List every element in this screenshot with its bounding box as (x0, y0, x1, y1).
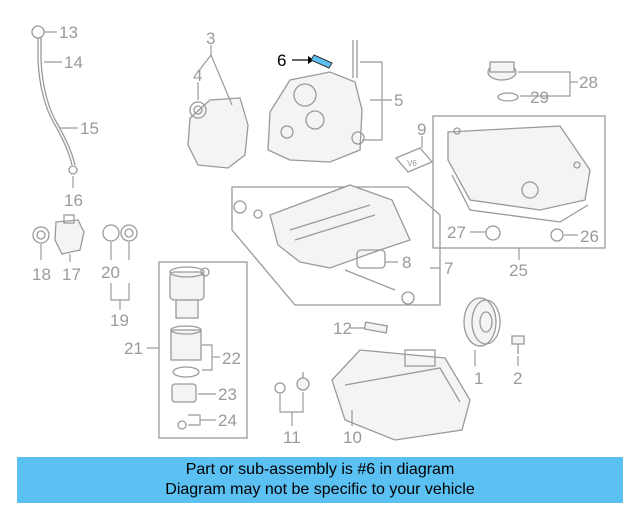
callout-21: 21 (124, 339, 143, 358)
callout-16: 16 (64, 191, 83, 210)
callout-15: 15 (80, 119, 99, 138)
crank-pulley (463, 297, 525, 366)
banner-line-1: Part or sub-assembly is #6 in diagram (185, 461, 455, 478)
part-6-bolt (292, 54, 333, 69)
timing-covers (187, 40, 392, 169)
emblem-9: V6 (394, 136, 434, 173)
callout-labels: 1 2 3 4 5 6 7 8 9 10 11 12 13 14 15 16 1… (32, 23, 599, 447)
callout-4: 4 (193, 66, 202, 85)
callout-12: 12 (333, 319, 352, 338)
info-banner: Part or sub-assembly is #6 in diagram Di… (17, 457, 623, 503)
callout-23: 23 (218, 385, 237, 404)
callout-26: 26 (580, 227, 599, 246)
callout-27: 27 (447, 223, 466, 242)
dipstick-assembly (31, 25, 78, 188)
callout-8: 8 (402, 253, 411, 272)
callout-29: 29 (530, 88, 549, 107)
callout-14: 14 (64, 53, 83, 72)
callout-17: 17 (62, 265, 81, 284)
sensor-11 (274, 372, 310, 426)
oil-filter-parts (147, 266, 220, 430)
callout-19: 19 (110, 311, 129, 330)
callout-6: 6 (277, 51, 286, 70)
callout-5: 5 (394, 91, 403, 110)
oil-cap (487, 61, 578, 102)
oil-pan (331, 349, 471, 441)
callout-13: 13 (59, 23, 78, 42)
callout-22: 22 (222, 349, 241, 368)
callout-3: 3 (206, 29, 215, 48)
callout-2: 2 (513, 369, 522, 388)
callout-18: 18 (32, 265, 51, 284)
intake-manifold (231, 184, 441, 306)
callout-7: 7 (444, 259, 453, 278)
parts-diagram: V6 (31, 23, 606, 447)
sensor-12 (350, 321, 389, 334)
emblem-text: V6 (407, 159, 417, 168)
callout-10: 10 (343, 428, 362, 447)
callout-24: 24 (218, 411, 237, 430)
oil-filter-box (158, 261, 248, 439)
callout-20: 20 (101, 263, 120, 282)
callout-9: 9 (417, 120, 426, 139)
housing-17-18 (32, 214, 85, 262)
callout-11: 11 (283, 428, 301, 447)
seal-20 (102, 224, 138, 310)
callout-25: 25 (509, 261, 528, 280)
valve-cover-parts (447, 125, 591, 260)
banner-line-2: Diagram may not be specific to your vehi… (165, 481, 475, 498)
callout-1: 1 (474, 369, 483, 388)
callout-28: 28 (579, 73, 598, 92)
